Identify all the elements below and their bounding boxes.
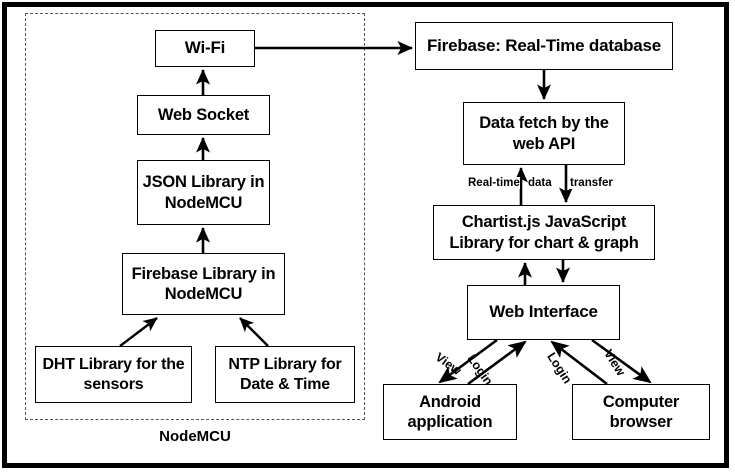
node-json-library-label: JSON Library in NodeMCU	[142, 173, 265, 212]
node-data-fetch-web-api[interactable]: Data fetch by the web API	[463, 102, 625, 165]
node-wifi[interactable]: Wi-Fi	[155, 30, 255, 67]
node-firebase-library-label: Firebase Library in NodeMCU	[131, 264, 276, 303]
nodemcu-group-label: NodeMCU	[159, 428, 231, 445]
node-android-application-label: Android application	[407, 392, 493, 431]
edge-label-realtime: Real-time	[468, 177, 520, 189]
node-chartist-js-library-label: Chartist.js JavaScript Library for chart…	[449, 213, 639, 252]
node-computer-browser[interactable]: Computer browser	[572, 384, 710, 440]
node-chartist-js-library[interactable]: Chartist.js JavaScript Library for chart…	[433, 205, 655, 260]
node-web-interface[interactable]: Web Interface	[467, 285, 620, 340]
node-firebase-database-label: Firebase: Real-Time database	[426, 35, 662, 55]
node-web-interface-label: Web Interface	[489, 302, 598, 322]
nodemcu-group-boundary	[25, 13, 365, 420]
node-web-socket[interactable]: Web Socket	[137, 95, 270, 135]
node-firebase-database[interactable]: Firebase: Real-Time database	[415, 22, 673, 70]
node-firebase-library[interactable]: Firebase Library in NodeMCU	[122, 253, 285, 315]
node-computer-browser-label: Computer browser	[602, 392, 680, 431]
node-data-fetch-web-api-label: Data fetch by the web API	[479, 114, 609, 153]
node-ntp-library-label: NTP Library for Date & Time	[228, 355, 342, 393]
node-dht-library[interactable]: DHT Library for the sensors	[35, 346, 192, 403]
node-android-application[interactable]: Android application	[383, 384, 517, 440]
outer-frame-border	[2, 2, 729, 468]
node-json-library[interactable]: JSON Library in NodeMCU	[137, 160, 270, 225]
node-ntp-library[interactable]: NTP Library for Date & Time	[215, 346, 355, 403]
edge-label-transfer: transfer	[570, 177, 613, 189]
node-web-socket-label: Web Socket	[157, 105, 250, 124]
edge-label-data: data	[528, 177, 552, 189]
node-dht-library-label: DHT Library for the sensors	[42, 355, 185, 393]
node-wifi-label: Wi-Fi	[184, 38, 226, 58]
